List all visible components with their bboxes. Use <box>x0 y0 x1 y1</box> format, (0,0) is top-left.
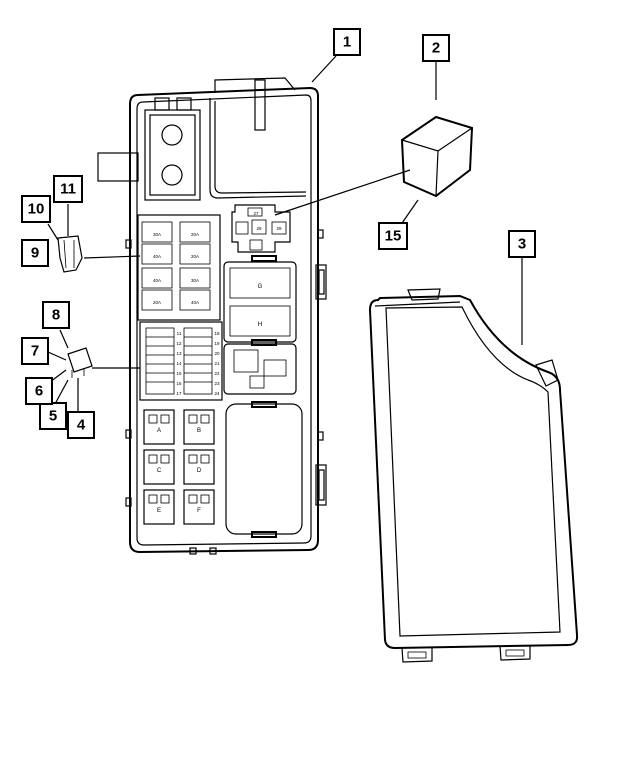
mini-fuse-block: 11 12 13 14 15 16 17 18 19 20 21 22 23 2… <box>139 321 223 401</box>
callout-9: 9 <box>21 239 49 267</box>
svg-text:5: 5 <box>49 408 57 425</box>
bracket-label-28: 28 <box>256 226 262 231</box>
minifuse-row-label: 16 <box>176 381 182 386</box>
minifuse-row-label: 15 <box>176 371 182 376</box>
callout-10: 10 <box>21 195 51 223</box>
callout-15: 15 <box>378 222 408 250</box>
svg-text:10: 10 <box>28 201 45 218</box>
callout-2: 2 <box>422 34 450 62</box>
relay-label-g: G <box>258 284 263 290</box>
relay-bracket: 27 28 29 <box>231 204 291 253</box>
bracket-label-27: 27 <box>253 211 259 216</box>
fuse-part-7 <box>67 347 93 378</box>
fuse-label: 40A <box>191 300 199 305</box>
callout-8: 8 <box>42 301 70 329</box>
callout-4: 4 <box>67 411 95 439</box>
clip-part-9 <box>57 235 83 273</box>
minifuse-row-label: 19 <box>214 341 220 346</box>
callout-3: 3 <box>508 230 536 258</box>
svg-text:11: 11 <box>60 181 76 198</box>
fuse-box-cover <box>368 288 579 663</box>
relay-cube <box>400 115 474 198</box>
fuse-label: 20A <box>191 232 199 237</box>
svg-text:7: 7 <box>31 343 39 360</box>
relay-label-h: H <box>258 322 262 328</box>
svg-text:3: 3 <box>518 236 526 253</box>
svg-text:1: 1 <box>343 34 351 51</box>
relay-socket-label: F <box>197 508 201 514</box>
minifuse-row-label: 23 <box>214 381 220 386</box>
svg-text:9: 9 <box>31 245 39 262</box>
maxi-fuse-block: 30A 20A 40A 20A 40A 30A 20A 40A <box>137 214 221 321</box>
minifuse-row-label: 24 <box>214 391 220 396</box>
leader-lines <box>47 55 523 412</box>
relay-socket-label: B <box>197 428 201 434</box>
fuse-label: 30A <box>191 278 199 283</box>
fuse-label: 30A <box>153 232 161 237</box>
relay-socket-label: D <box>197 468 202 474</box>
svg-text:6: 6 <box>35 383 43 400</box>
relay-socket-label: A <box>157 428 161 434</box>
relay-socket-label: E <box>157 508 161 514</box>
minifuse-row-label: 18 <box>214 331 220 336</box>
svg-text:15: 15 <box>385 228 402 245</box>
svg-text:2: 2 <box>432 40 440 57</box>
fuse-label: 40A <box>153 278 161 283</box>
minifuse-row-label: 13 <box>176 351 182 356</box>
minifuse-row-label: 20 <box>214 351 220 356</box>
fuse-label: 20A <box>153 300 161 305</box>
relay-socket-label: C <box>157 468 162 474</box>
svg-text:4: 4 <box>77 417 86 434</box>
minifuse-row-label: 14 <box>176 361 182 366</box>
callout-5: 5 <box>39 402 67 430</box>
relay-sockets: A B C D E F <box>143 409 215 525</box>
callout-11: 11 <box>53 175 83 203</box>
minifuse-row-label: 17 <box>176 391 182 396</box>
relay-block-right: G H <box>223 261 297 395</box>
minifuse-row-label: 22 <box>214 371 220 376</box>
svg-text:8: 8 <box>52 307 60 324</box>
callout-7: 7 <box>21 337 49 365</box>
callout-6: 6 <box>25 377 53 405</box>
bracket-label-29: 29 <box>276 226 282 231</box>
minifuse-row-label: 21 <box>214 361 220 366</box>
power-distribution-center: 27 28 29 30A 20A 40A 20A 40A 30A 20A 40A <box>97 77 327 555</box>
callout-1: 1 <box>333 28 361 56</box>
minifuse-row-label: 12 <box>176 341 182 346</box>
fuse-label: 40A <box>153 254 161 259</box>
fuse-label: 20A <box>191 254 199 259</box>
minifuse-row-label: 11 <box>177 331 182 336</box>
